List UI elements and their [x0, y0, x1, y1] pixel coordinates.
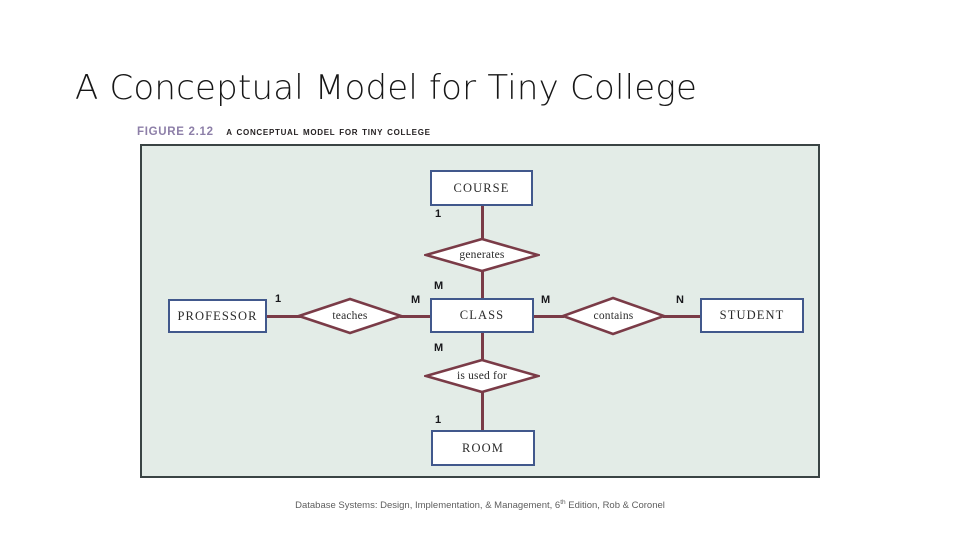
slide-footer: Database Systems: Design, Implementation… [0, 499, 960, 511]
cardinality-class-right-m: M [541, 294, 551, 306]
entity-student[interactable]: STUDENT [700, 298, 804, 333]
connector-teaches-class [400, 315, 432, 318]
entity-class-label: CLASS [459, 308, 505, 322]
entity-student-label: STUDENT [719, 308, 785, 322]
entity-professor-label: PROFESSOR [177, 308, 258, 323]
connector-course-generates [481, 205, 484, 239]
entity-course-label: COURSE [453, 180, 510, 195]
figure-caption: FIGURE 2.12 A Conceptual Model for Tiny … [137, 122, 431, 140]
cardinality-course-one: 1 [435, 208, 442, 220]
footer-suffix: Edition, Rob & Coronel [565, 500, 665, 512]
cardinality-class-bottom-m: M [434, 342, 444, 354]
cardinality-class-top-m: M [434, 280, 444, 292]
entity-room[interactable]: ROOM [431, 430, 535, 466]
cardinality-student-n: N [676, 294, 684, 306]
footer-superscript: th [560, 499, 566, 506]
relationship-generates[interactable]: generates [424, 237, 540, 273]
entity-room-label: ROOM [462, 440, 504, 455]
figure-title: A Conceptual Model for Tiny College [226, 126, 431, 138]
entity-professor[interactable]: PROFESSOR [168, 299, 267, 333]
cardinality-room-one: 1 [435, 414, 442, 426]
cardinality-class-left-m: M [411, 294, 421, 306]
figure-number: FIGURE 2.12 [137, 126, 214, 138]
page-title: A Conceptual Model for Tiny College [75, 68, 698, 108]
connector-generates-class [481, 271, 484, 300]
cardinality-professor-one: 1 [275, 293, 282, 305]
connector-professor-teaches [266, 315, 301, 318]
connector-class-contains [533, 315, 564, 318]
figure-panel: COURSE generates PROFESSOR teaches [140, 144, 820, 478]
relationship-is-used-for[interactable]: is used for [424, 358, 540, 394]
connector-contains-student [663, 315, 702, 318]
footer-prefix: Database Systems: Design, Implementation… [295, 500, 561, 512]
connector-class-isusedfor [481, 332, 484, 360]
relationship-contains[interactable]: contains [561, 296, 666, 336]
relationship-teaches[interactable]: teaches [297, 297, 403, 335]
entity-class[interactable]: CLASS [430, 298, 534, 333]
er-diagram: COURSE generates PROFESSOR teaches [142, 146, 822, 480]
connector-isusedfor-room [481, 392, 484, 431]
entity-course[interactable]: COURSE [430, 170, 533, 206]
